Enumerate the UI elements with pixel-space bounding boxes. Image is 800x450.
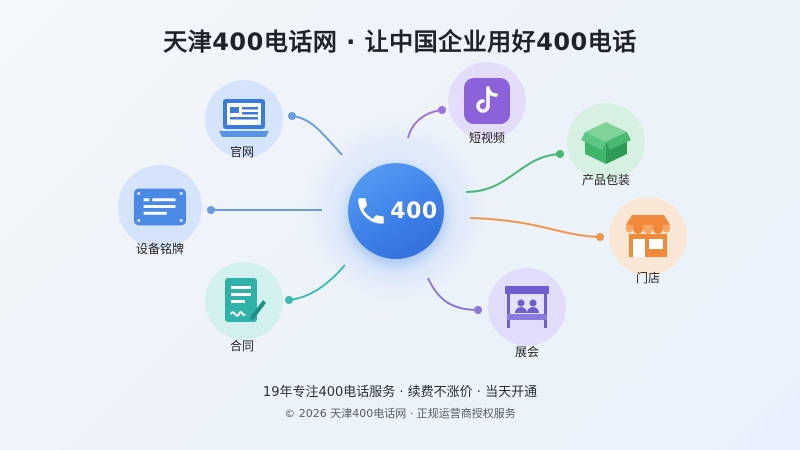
node-exhibition[interactable] [488,268,566,346]
label-exhibition: 展会 [514,345,539,359]
node-store[interactable] [609,197,687,275]
hub-label: 400 [390,198,438,224]
link-short-video [407,109,443,139]
footer-copyright: © 2026 天津400电话网 · 正规运营商授权服务 [284,407,516,420]
hub-400[interactable]: 400 [348,163,444,259]
link-exhibition [427,277,479,311]
label-nameplate: 设备铭牌 [135,242,184,256]
label-contract: 合同 [229,339,254,353]
link-website [291,115,343,156]
label-short-video: 短视频 [468,131,505,145]
box-icon [581,122,631,164]
link-packaging [465,153,561,193]
link-store [469,217,601,238]
booth-icon [505,286,549,328]
store-icon [626,215,670,257]
link-contract [288,264,346,301]
footer-tagline: 19年专注400电话服务 · 续费不涨价 · 当天开通 [262,385,538,400]
tiktok-icon [464,78,510,124]
nameplate-icon [133,188,187,226]
node-packaging[interactable] [567,103,645,181]
node-contract[interactable] [205,262,283,340]
label-website: 官网 [229,145,254,159]
page-title: 天津400电话网 · 让中国企业用好400电话 [163,28,637,56]
node-short-video[interactable] [448,62,526,140]
node-website[interactable] [205,80,283,158]
label-store: 门店 [635,271,660,285]
phone-icon [358,198,385,224]
laptop-icon [219,99,269,137]
node-nameplate[interactable] [118,165,202,249]
label-packaging: 产品包装 [581,173,630,187]
contract-icon [225,278,266,322]
